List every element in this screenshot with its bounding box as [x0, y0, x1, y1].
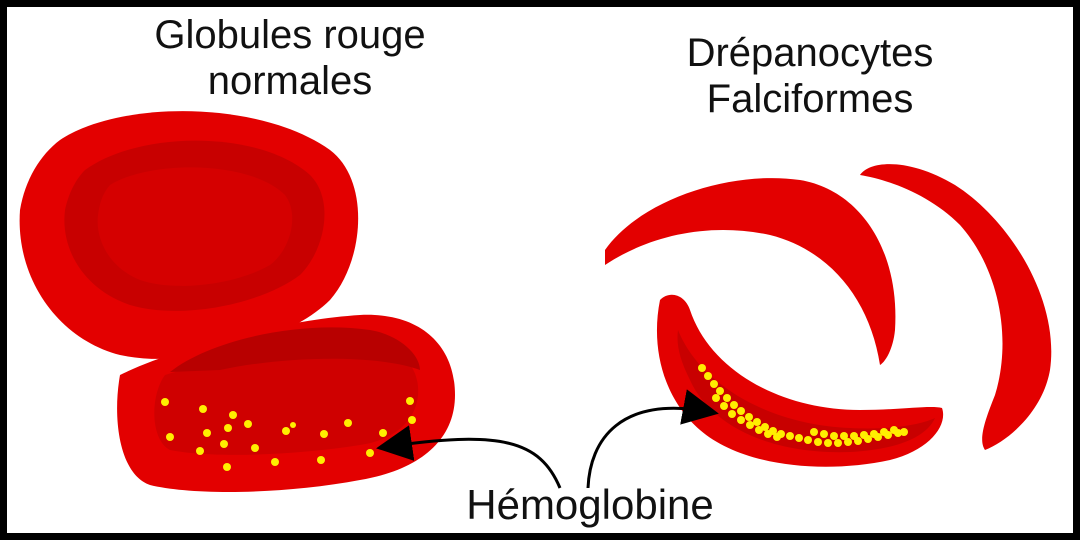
arrow-to-normal-hemoglobin: [376, 425, 562, 489]
normal-hemoglobin-dots: [161, 397, 416, 471]
sickle-cells-title-line1: Drépanocytes: [686, 31, 934, 75]
sickle-hemoglobin-fibers: [698, 364, 908, 447]
sickle-cells-title: Drépanocytes Falciformes: [620, 30, 1000, 122]
normal-red-cell-whole: [19, 111, 359, 359]
hemoglobin-label: Hémoglobine: [466, 481, 714, 528]
sickle-cell-right: [860, 164, 1052, 451]
normal-red-cell-section: [117, 314, 456, 492]
arrow-to-sickle-hemoglobin: [586, 389, 719, 489]
sickle-cells-title-line2: Falciformes: [706, 77, 914, 121]
normal-cells-title: Globules rouge normales: [80, 12, 500, 104]
sickle-cell-upper: [605, 178, 896, 365]
normal-cells-title-line2: normales: [207, 59, 373, 103]
normal-cells-title-line1: Globules rouge: [154, 13, 426, 57]
